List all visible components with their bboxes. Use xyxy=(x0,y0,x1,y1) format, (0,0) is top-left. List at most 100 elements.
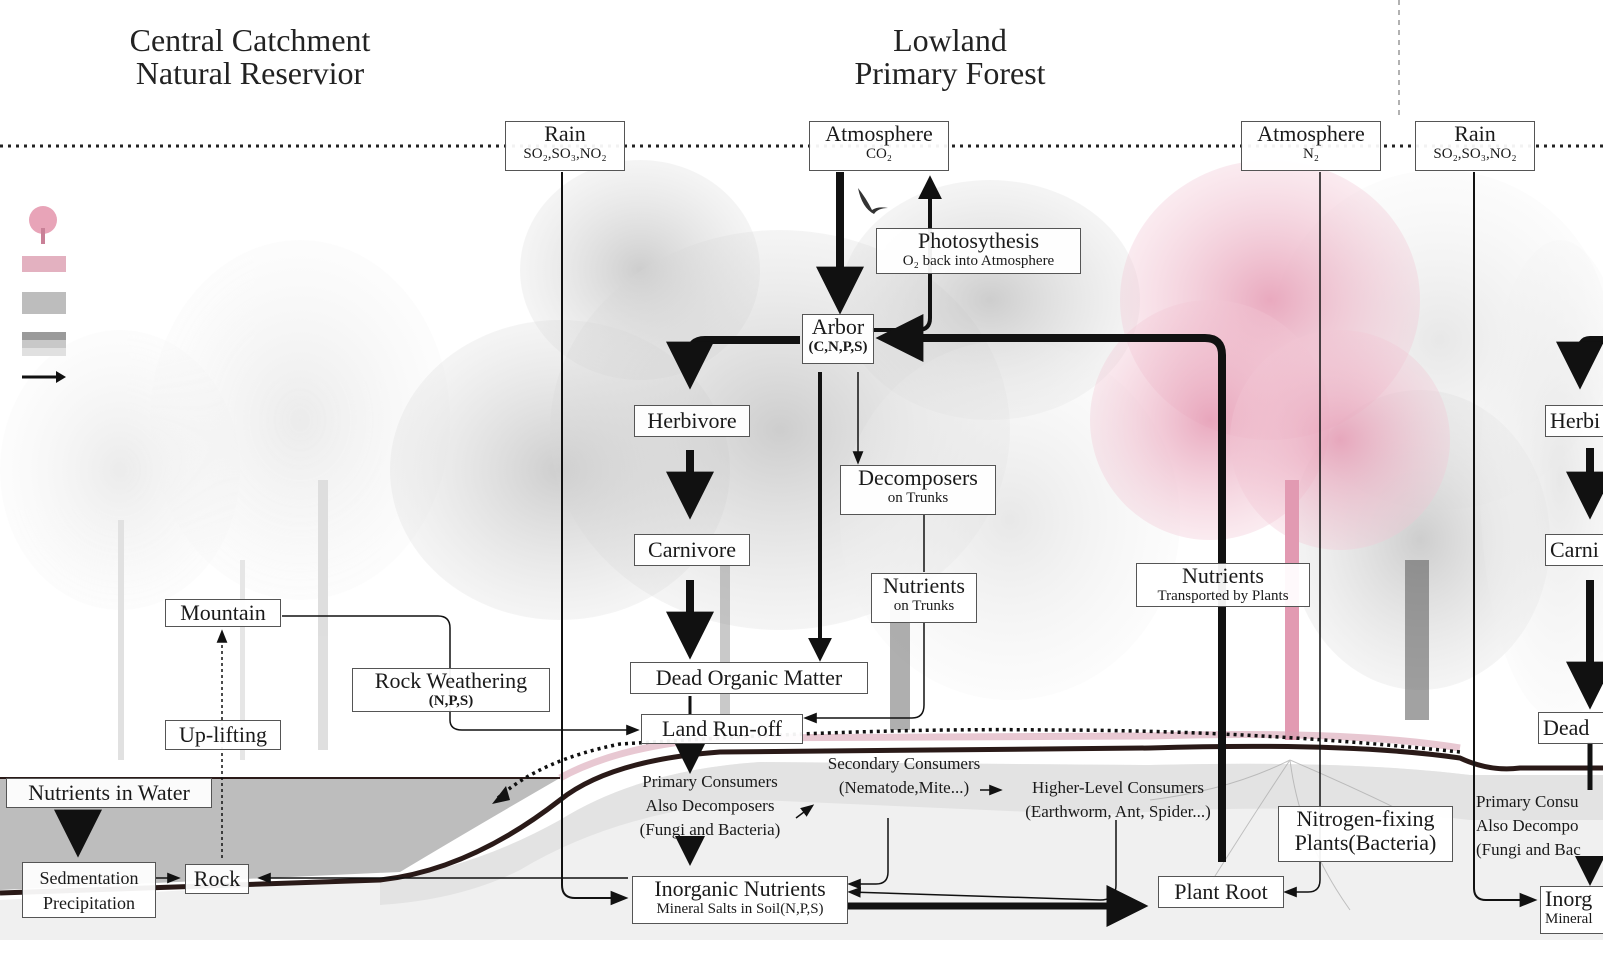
node-decomposers-trunks: Decomposers on Trunks xyxy=(840,465,996,515)
node-nutrients-water: Nutrients in Water xyxy=(6,778,212,808)
node-atmosphere-co2: Atmosphere CO₂ xyxy=(809,121,949,171)
node-carnivore: Carnivore xyxy=(634,534,750,566)
node-dead-organic: Dead Organic Matter xyxy=(630,662,868,694)
label-line: (Earthworm, Ant, Spider...) xyxy=(1025,802,1211,821)
heading-line: Natural Reservior xyxy=(135,55,365,91)
flow-secondary-to-inorganic xyxy=(847,818,889,890)
node-title: Atmosphere xyxy=(825,121,933,146)
node-title: Nutrients xyxy=(1182,563,1264,588)
node-inorganic-nutrients: Inorganic Nutrients Mineral Salts in Soi… xyxy=(632,876,848,924)
flow-higher-to-inorganic xyxy=(847,820,1117,901)
flow-right-arbor-to-herbi xyxy=(1556,336,1603,390)
node-uplifting: Up-lifting xyxy=(165,720,281,750)
node-title: Decomposers xyxy=(858,465,978,490)
node-rain-right: Rain SO₂,SO₃,NO₂ xyxy=(1415,121,1535,171)
node-title: Rock Weathering xyxy=(374,668,528,693)
node-nutrients-trunks: Nutrients on Trunks xyxy=(871,573,977,623)
legend-soil-swatch xyxy=(22,332,66,356)
node-title-line2: Precipitation xyxy=(43,893,135,913)
label-line: (Fungi and Bacteria) xyxy=(639,820,781,839)
label-line: Primary Consumers xyxy=(642,772,778,791)
flow-arbor-to-herbivore xyxy=(666,336,800,390)
flow-primary-to-secondary xyxy=(795,804,815,819)
node-title: Nitrogen-fixing xyxy=(1296,806,1435,831)
label-line: Secondary Consumers xyxy=(827,754,981,773)
node-subtitle: (C,N,P,S) xyxy=(808,339,868,355)
node-photosynthesis: Photosythesis O₂ back into Atmosphere xyxy=(876,228,1081,274)
ground-surface-line xyxy=(0,743,1603,896)
node-title: Mountain xyxy=(180,600,266,625)
node-title: Rain xyxy=(1454,121,1496,146)
label-higher-consumers: Higher-Level Consumers (Earthworm, Ant, … xyxy=(1002,776,1234,824)
runoff-dotted-line xyxy=(496,727,1461,800)
node-arbor: Arbor (C,N,P,S) xyxy=(802,314,874,364)
node-atmosphere-n2: Atmosphere N₂ xyxy=(1241,121,1381,171)
pink-tree xyxy=(1090,160,1450,740)
node-subtitle: N₂ xyxy=(1302,146,1320,162)
node-plant-root: Plant Root xyxy=(1158,876,1284,908)
node-subtitle: on Trunks xyxy=(887,490,949,506)
flow-root-to-arbor xyxy=(875,314,1226,862)
heading-line: Central Catchment xyxy=(129,22,371,58)
node-nutrients-transported: Nutrients Transported by Plants xyxy=(1136,563,1310,607)
label-secondary-consumers: Secondary Consumers (Nematode,Mite...) xyxy=(804,752,1004,800)
label-primary-consumers-right: Primary Consu Also Decompo (Fungi and Ba… xyxy=(1476,790,1603,862)
node-title: Inorg xyxy=(1545,886,1593,911)
node-title: Nutrients xyxy=(883,573,965,598)
legend-pink-tree-icon xyxy=(29,206,57,244)
node-title-line2: Plants(Bacteria) xyxy=(1294,830,1437,855)
node-title: Carni xyxy=(1550,537,1599,562)
label-line: (Nematode,Mite...) xyxy=(838,778,970,797)
left-faint-trees xyxy=(0,240,450,760)
node-title: Up-lifting xyxy=(179,722,267,747)
node-inorganic-right: Inorg Mineral xyxy=(1540,886,1603,934)
node-title: Inorganic Nutrients xyxy=(654,876,826,901)
node-subtitle: O₂ back into Atmosphere xyxy=(902,253,1055,269)
label-line: Also Decompo xyxy=(1476,816,1579,835)
node-subtitle: Transported by Plants xyxy=(1157,588,1289,604)
label-line: Primary Consu xyxy=(1476,792,1579,811)
node-title: Photosythesis xyxy=(917,228,1040,253)
heading-line: Primary Forest xyxy=(854,55,1046,91)
node-subtitle: (N,P,S) xyxy=(428,693,474,709)
node-herbivore: Herbivore xyxy=(634,405,750,437)
node-title: Dead xyxy=(1543,715,1590,740)
node-subtitle: SO₂,SO₃,NO₂ xyxy=(1433,146,1517,162)
node-rain-left: Rain SO₂,SO₃,NO₂ xyxy=(505,121,625,171)
node-title: Rain xyxy=(544,121,586,146)
node-title: Plant Root xyxy=(1174,879,1268,904)
runoff-arrowhead xyxy=(492,786,510,804)
node-title: Herbivore xyxy=(647,408,737,433)
node-subtitle: Mineral xyxy=(1545,911,1593,927)
flow-rain-right-down xyxy=(1473,172,1538,908)
legend-pink-ground-swatch xyxy=(22,256,66,272)
node-title: Atmosphere xyxy=(1257,121,1365,146)
legend-gray-swatch xyxy=(22,292,66,314)
legend xyxy=(22,206,66,383)
node-title: Herbi xyxy=(1550,408,1601,433)
node-sedimentation: Sedmentation Precipitation xyxy=(22,862,156,918)
node-carnivore-right: Carni xyxy=(1545,534,1603,566)
node-nitrogen-fixing: Nitrogen-fixing Plants(Bacteria) xyxy=(1278,806,1453,862)
label-line: Also Decomposers xyxy=(645,796,775,815)
flow-n2-to-root xyxy=(1283,172,1321,898)
node-title: Arbor xyxy=(811,314,865,339)
node-subtitle: CO₂ xyxy=(865,146,893,162)
node-rock: Rock xyxy=(185,864,249,894)
node-title: Land Run-off xyxy=(662,716,782,741)
node-dead-right: Dead xyxy=(1538,712,1603,744)
node-subtitle: on Trunks xyxy=(893,598,955,614)
node-title: Rock xyxy=(193,866,241,891)
flow-rain-to-inorganic xyxy=(561,172,629,906)
node-title: Sedmentation xyxy=(39,868,139,888)
node-rock-weathering: Rock Weathering (N,P,S) xyxy=(352,668,550,712)
heading-central-catchment: Central Catchment Natural Reservior xyxy=(90,24,410,90)
heading-lowland-forest: Lowland Primary Forest xyxy=(800,24,1100,90)
node-title: Nutrients in Water xyxy=(28,780,190,805)
node-mountain: Mountain xyxy=(165,599,281,627)
node-land-runoff: Land Run-off xyxy=(641,714,803,744)
node-herbivore-right: Herbi xyxy=(1545,405,1603,437)
